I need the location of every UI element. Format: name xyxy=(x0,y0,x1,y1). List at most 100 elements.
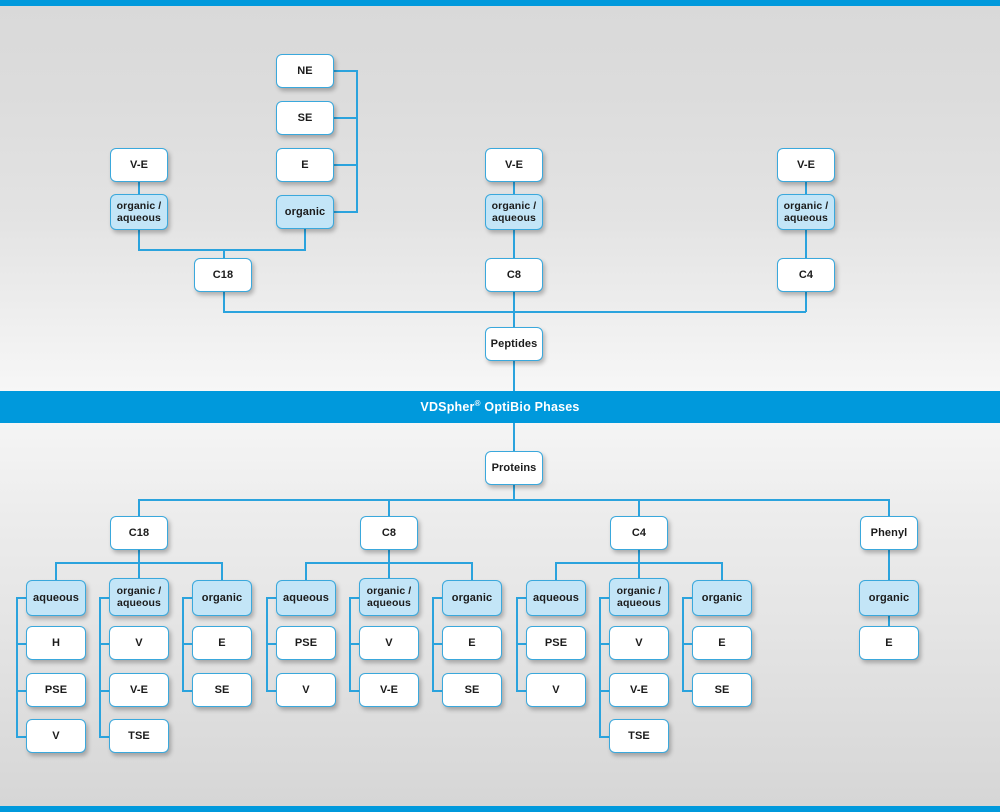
node-t-se[interactable]: SE xyxy=(276,101,334,135)
connector-line xyxy=(805,182,807,195)
connector-line xyxy=(99,643,110,645)
node-t-pep[interactable]: Peptides xyxy=(485,327,543,361)
node-b-c8[interactable]: C8 xyxy=(360,516,418,550)
node-t-oa1[interactable]: organic /aqueous xyxy=(110,194,168,230)
node-b-c18-c2[interactable]: SE xyxy=(192,673,252,707)
connector-line xyxy=(599,597,610,599)
node-b-c18-b3[interactable]: TSE xyxy=(109,719,169,753)
node-label: aqueous xyxy=(33,591,79,604)
connector-line xyxy=(99,736,110,738)
node-b-c18[interactable]: C18 xyxy=(110,516,168,550)
product-banner: VDSpher® OptiBio Phases xyxy=(0,391,1000,423)
connector-line xyxy=(349,643,360,645)
node-label: V-E xyxy=(796,158,816,171)
node-b-c4-aq[interactable]: aqueous xyxy=(526,580,586,616)
node-b-c8-b2[interactable]: V-E xyxy=(359,673,419,707)
connector-line xyxy=(513,485,515,500)
connector-line xyxy=(138,499,140,517)
node-label: organic xyxy=(701,591,743,604)
connector-line xyxy=(99,597,101,737)
node-label: C8 xyxy=(381,526,397,539)
node-t-ve2[interactable]: V-E xyxy=(485,148,543,182)
node-t-ve1[interactable]: V-E xyxy=(110,148,168,182)
node-b-c8-a2[interactable]: V xyxy=(276,673,336,707)
connector-line xyxy=(682,690,693,692)
node-b-c18-aq[interactable]: aqueous xyxy=(26,580,86,616)
connector-line xyxy=(334,211,358,213)
connector-line xyxy=(888,550,890,580)
node-b-c4-a1[interactable]: PSE xyxy=(526,626,586,660)
node-b-prot[interactable]: Proteins xyxy=(485,451,543,485)
node-t-ve3[interactable]: V-E xyxy=(777,148,835,182)
node-t-oa2[interactable]: organic /aqueous xyxy=(485,194,543,230)
node-b-c4-or[interactable]: organic xyxy=(692,580,752,616)
node-t-oa3[interactable]: organic /aqueous xyxy=(777,194,835,230)
node-label: E xyxy=(718,636,726,649)
node-t-c4[interactable]: C4 xyxy=(777,258,835,292)
banner-title: VDSpher® OptiBio Phases xyxy=(420,398,579,414)
node-b-c8-aq[interactable]: aqueous xyxy=(276,580,336,616)
node-label: C4 xyxy=(631,526,647,539)
node-b-c4-a2[interactable]: V xyxy=(526,673,586,707)
node-t-c8[interactable]: C8 xyxy=(485,258,543,292)
node-label: V-E xyxy=(504,158,524,171)
node-b-c18-c1[interactable]: E xyxy=(192,626,252,660)
node-label: C18 xyxy=(128,526,150,539)
connector-line xyxy=(888,499,890,517)
node-b-c4-c2[interactable]: SE xyxy=(692,673,752,707)
node-t-c18[interactable]: C18 xyxy=(194,258,252,292)
connector-line xyxy=(138,562,140,579)
node-label: SE xyxy=(214,683,230,696)
connector-line xyxy=(138,249,224,251)
node-b-c8-or[interactable]: organic xyxy=(442,580,502,616)
node-b-c18-b2[interactable]: V-E xyxy=(109,673,169,707)
node-b-c18-a2[interactable]: PSE xyxy=(26,673,86,707)
connector-line xyxy=(516,690,527,692)
node-b-c18-oa[interactable]: organic /aqueous xyxy=(109,578,169,616)
connector-line xyxy=(99,690,110,692)
connector-line xyxy=(99,597,110,599)
node-b-c4[interactable]: C4 xyxy=(610,516,668,550)
node-b-c8-oa[interactable]: organic /aqueous xyxy=(359,578,419,616)
connector-line xyxy=(599,736,610,738)
node-label: organic xyxy=(284,205,326,218)
node-b-c4-b2[interactable]: V-E xyxy=(609,673,669,707)
node-b-ph-or[interactable]: organic xyxy=(859,580,919,616)
node-b-c18-b1[interactable]: V xyxy=(109,626,169,660)
node-label: Phenyl xyxy=(870,526,908,539)
connector-line xyxy=(638,550,640,563)
connector-line xyxy=(16,597,18,737)
node-b-ph[interactable]: Phenyl xyxy=(860,516,918,550)
connector-line xyxy=(599,690,610,692)
connector-line xyxy=(805,230,807,259)
node-b-c4-oa[interactable]: organic /aqueous xyxy=(609,578,669,616)
node-b-c8-b1[interactable]: V xyxy=(359,626,419,660)
node-b-c8-a1[interactable]: PSE xyxy=(276,626,336,660)
node-label: E xyxy=(468,636,476,649)
node-label: organic /aqueous xyxy=(783,199,829,224)
node-t-e[interactable]: E xyxy=(276,148,334,182)
connector-line xyxy=(513,423,515,452)
node-t-ne[interactable]: NE xyxy=(276,54,334,88)
connector-line xyxy=(432,643,443,645)
node-b-ph-e1[interactable]: E xyxy=(859,626,919,660)
connector-line xyxy=(182,690,193,692)
bottom-accent-bar xyxy=(0,806,1000,812)
node-b-c8-c1[interactable]: E xyxy=(442,626,502,660)
node-b-c18-a1[interactable]: H xyxy=(26,626,86,660)
connector-line xyxy=(221,562,223,581)
node-label: E xyxy=(301,158,309,171)
node-t-organic[interactable]: organic xyxy=(276,195,334,229)
connector-line xyxy=(266,690,277,692)
node-b-c4-c1[interactable]: E xyxy=(692,626,752,660)
node-b-c18-or[interactable]: organic xyxy=(192,580,252,616)
banner-title-main: VDSpher xyxy=(420,400,475,414)
node-b-c4-b1[interactable]: V xyxy=(609,626,669,660)
connector-line xyxy=(182,597,193,599)
node-b-c8-c2[interactable]: SE xyxy=(442,673,502,707)
registered-trademark-symbol: ® xyxy=(474,398,481,408)
node-b-c4-b3[interactable]: TSE xyxy=(609,719,669,753)
connector-line xyxy=(349,597,360,599)
node-b-c18-a3[interactable]: V xyxy=(26,719,86,753)
